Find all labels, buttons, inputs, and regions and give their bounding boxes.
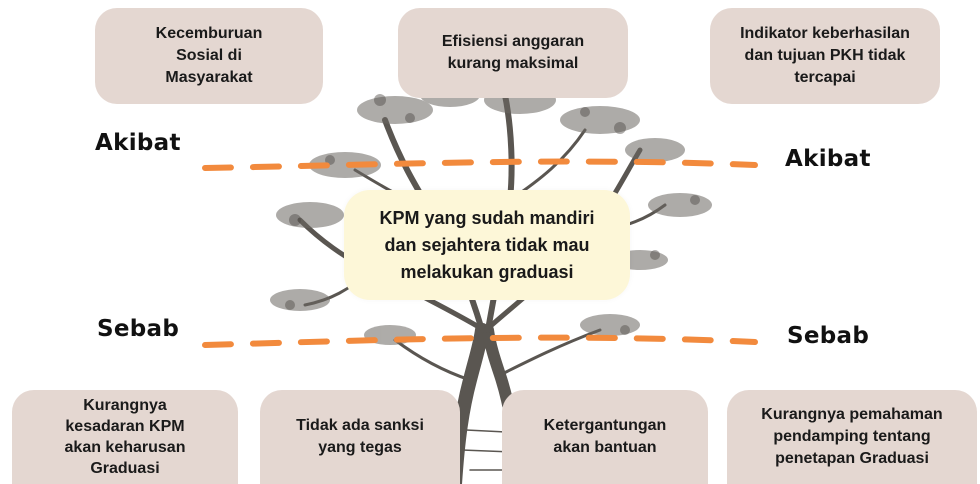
sebab-label-right: Sebab xyxy=(787,323,870,349)
sebab-label-left: Sebab xyxy=(97,316,180,342)
center-problem-box: KPM yang sudah mandiri dan sejahtera tid… xyxy=(344,190,630,300)
akibat-label-right: Akibat xyxy=(785,146,871,172)
sebab-dashed-line xyxy=(202,334,758,348)
sebab-box-2: Tidak ada sanksi yang tegas xyxy=(260,390,460,484)
akibat-box-1: Kecemburuan Sosial di Masyarakat xyxy=(95,8,323,104)
akibat-box-2: Efisiensi anggaran kurang maksimal xyxy=(398,8,628,98)
sebab-box-3: Ketergantungan akan bantuan xyxy=(502,390,708,484)
sebab-box-4: Kurangnya pemahaman pendamping tentang p… xyxy=(727,390,977,484)
sebab-box-1: Kurangnya kesadaran KPM akan keharusan G… xyxy=(12,390,238,484)
akibat-dashed-line xyxy=(202,158,758,171)
akibat-box-3: Indikator keberhasilan dan tujuan PKH ti… xyxy=(710,8,940,104)
akibat-label-left: Akibat xyxy=(95,130,181,156)
